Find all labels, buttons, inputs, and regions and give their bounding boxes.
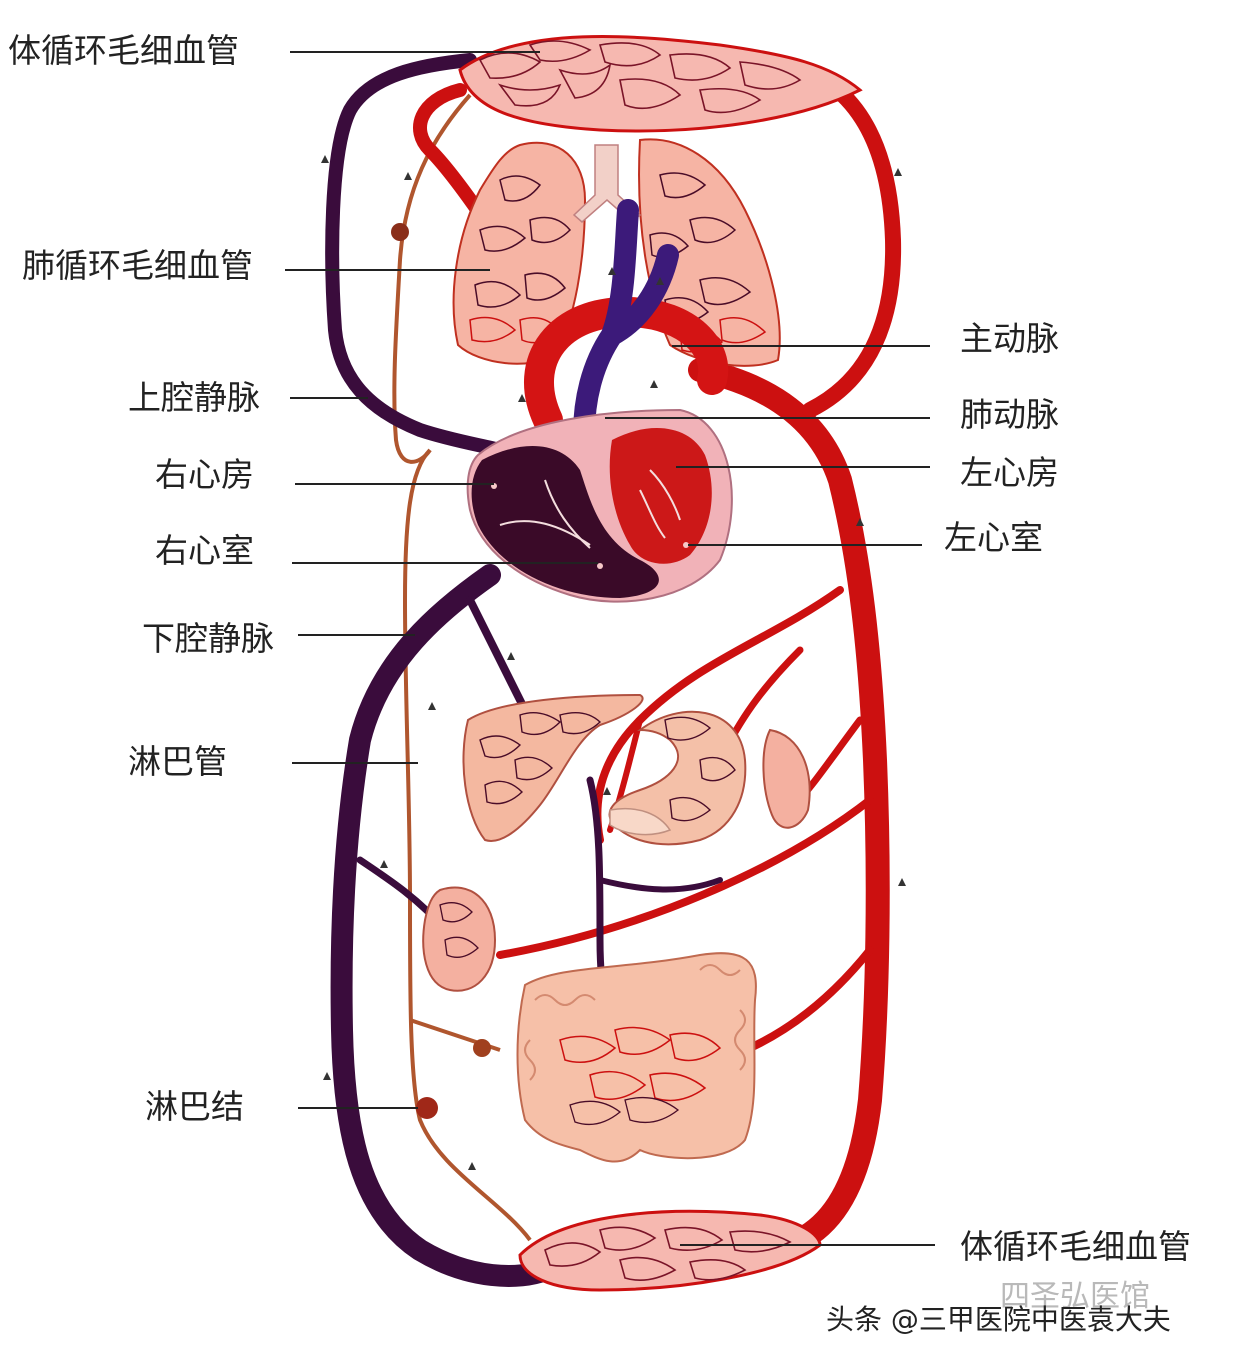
label-lymphatic-vessel: 淋巴管 [128, 742, 227, 781]
lymph-node-upper [391, 223, 409, 241]
pulmonary-trunk [573, 199, 679, 466]
left-heart [609, 428, 712, 564]
leader-lines [285, 51, 935, 1246]
label-pulmonary-artery: 肺动脉 [960, 395, 1059, 434]
capillary-bed-top [458, 34, 863, 133]
label-right-atrium: 右心房 [155, 455, 254, 494]
abdominal-organs [422, 693, 811, 992]
right-lung [452, 141, 587, 365]
label-left-atrium: 左心房 [960, 453, 1059, 492]
capillary-bed-bottom [518, 1209, 822, 1292]
watermark-faint: 四圣弘医馆 [1000, 1279, 1150, 1314]
flow-arrows [321, 155, 906, 1170]
label-pulmonary-capillaries: 肺循环毛细血管 [22, 246, 253, 285]
lymph-node-small [473, 1039, 491, 1057]
spleen [762, 728, 811, 829]
lymph-node [416, 1097, 438, 1119]
label-superior-vena-cava: 上腔静脉 [128, 378, 260, 417]
label-lymph-node: 淋巴结 [145, 1087, 244, 1126]
watermark-main: 头条 @三甲医院中医袁大夫 [826, 1303, 1171, 1336]
label-systemic-capillaries-top: 体循环毛细血管 [8, 31, 239, 70]
pancreas [609, 808, 672, 836]
label-left-ventricle: 左心室 [944, 518, 1043, 557]
label-systemic-capillaries-bottom: 体循环毛细血管 [960, 1227, 1191, 1266]
kidney [422, 886, 497, 992]
label-right-ventricle: 右心室 [155, 531, 254, 570]
heart [466, 199, 733, 603]
label-inferior-vena-cava: 下腔静脉 [142, 619, 274, 658]
intestines [516, 952, 757, 1163]
label-aorta: 主动脉 [960, 319, 1059, 358]
